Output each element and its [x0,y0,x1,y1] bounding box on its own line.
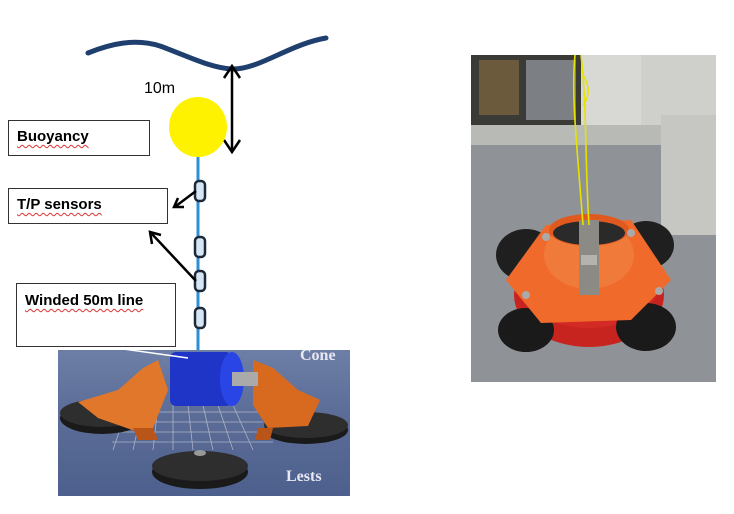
buoyancy-label-box: Buoyancy [8,120,150,156]
depth-label: 10m [144,80,175,98]
line-label-box: Winded 50m line [16,283,176,347]
buoyancy-label: Buoyancy [17,128,89,145]
cone-label: Cone [300,350,336,365]
sensor [195,237,205,257]
sea-surface-wave [88,38,326,69]
depth-arrow [224,66,240,152]
buoy [169,97,227,157]
anchor-render: Cone Lests [58,350,350,496]
sensor [195,181,205,201]
device-photo [471,55,716,382]
device-photo-drawing [471,55,716,382]
sensors-label: T/P sensors [17,196,102,213]
lests-label: Lests [286,468,322,486]
sensor [195,271,205,291]
sensor [195,308,205,328]
line-label: Winded 50m line [25,292,143,309]
sensors-label-box: T/P sensors [8,188,168,224]
